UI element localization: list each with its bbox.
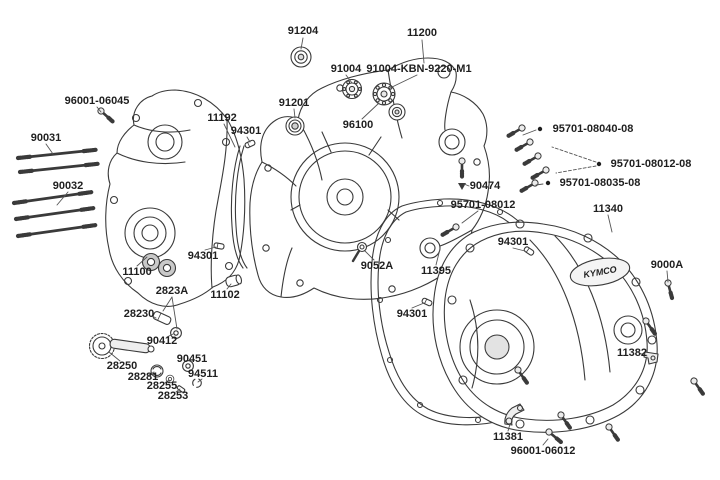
oil-seal-91201 <box>285 116 305 136</box>
part-label-91204: 91204 <box>287 25 319 37</box>
spring-28281 <box>150 364 164 378</box>
part-label-9000a: 9000A <box>650 259 684 271</box>
crankcase-cover: KYMCO <box>432 219 658 433</box>
bullet-marker <box>537 126 543 132</box>
part-label-95701-08040-08: 95701-08040-08 <box>552 123 634 135</box>
part-label-91004: 91004 <box>330 63 362 75</box>
part-label-90032: 90032 <box>52 180 84 192</box>
part-label-90474: 90474 <box>469 180 501 192</box>
part-label-11382: 11382 <box>617 347 647 359</box>
dowel-pin-icon <box>420 296 434 308</box>
part-label-9052a: 9052A <box>360 260 394 272</box>
part-label-28253: 28253 <box>157 390 189 402</box>
part-label-28250: 28250 <box>106 360 138 372</box>
part-label-94301-d: 94301 <box>396 308 428 320</box>
leader-lines <box>45 37 669 446</box>
crankcase-half-left <box>105 89 246 307</box>
part-label-94301-b: 94301 <box>497 236 529 248</box>
ball-bearing-91004 <box>341 78 363 100</box>
ball-bearing-91004-kbn <box>372 82 396 106</box>
flange-bolt-9052a <box>351 241 368 263</box>
bolt-95701-08012-icon <box>441 223 461 238</box>
mount-bushings <box>141 252 177 278</box>
studs-90031 <box>18 150 98 172</box>
part-label-90412: 90412 <box>146 335 178 347</box>
pin-28253 <box>176 385 186 393</box>
part-label-28281: 28281 <box>127 371 159 383</box>
bushing-11102 <box>225 274 243 288</box>
part-label-11100: 11100 <box>122 266 152 278</box>
pump-shaft-28250 <box>88 332 155 360</box>
leader-lines-dashed <box>551 146 597 174</box>
bearing-91204 <box>290 46 312 68</box>
part-label-11102: 11102 <box>210 289 240 301</box>
bolt-9000a-icon <box>664 279 675 299</box>
bullet-marker <box>545 180 551 186</box>
part-label-28255: 28255 <box>146 380 178 392</box>
bullet-marker <box>596 161 602 167</box>
bracket-11381 <box>504 403 525 426</box>
part-label-2823a: 2823A <box>155 285 189 297</box>
part-label-11200: 11200 <box>407 27 437 39</box>
clip-11382 <box>643 351 659 365</box>
part-label-91201: 91201 <box>278 97 310 109</box>
bolt-90474 <box>458 158 466 190</box>
part-label-96001-06045: 96001-06045 <box>64 95 130 107</box>
bolt-96001-06045-icon <box>97 107 115 124</box>
part-label-11395: 11395 <box>421 265 451 277</box>
part-label-94301-c: 94301 <box>187 250 219 262</box>
part-label-11381: 11381 <box>493 431 523 443</box>
part-label-90451: 90451 <box>176 353 208 365</box>
shaft-28230 <box>152 311 172 325</box>
bearing-96100 <box>388 103 406 121</box>
part-label-95701-08012: 95701-08012 <box>450 199 516 211</box>
part-label-94301-a: 94301 <box>230 125 262 137</box>
crankcase-main <box>249 57 490 300</box>
part-label-95701-08035-08: 95701-08035-08 <box>559 177 641 189</box>
flange-bolts-cluster <box>507 124 551 194</box>
part-label-11340: 11340 <box>593 203 623 215</box>
center-gasket <box>230 145 248 269</box>
studs-90032 <box>14 192 95 236</box>
part-label-11192: 11192 <box>207 112 237 124</box>
part-label-96001-06012: 96001-06012 <box>510 445 576 457</box>
part-label-96100: 96100 <box>342 119 374 131</box>
kymco-logo-plate: KYMCO <box>569 257 631 287</box>
snap-ring-94511-icon <box>192 378 202 388</box>
part-label-28230: 28230 <box>123 308 155 320</box>
part-label-90031: 90031 <box>30 132 62 144</box>
part-label-94511: 94511 <box>188 368 218 380</box>
dowel-pin-icon <box>243 138 257 150</box>
part-label-91004-kbn-9220-m1: 91004-KBN-9220-M1 <box>366 63 472 75</box>
dowel-pin-icon <box>213 242 225 250</box>
part-label-95701-08012-08: 95701-08012-08 <box>610 158 692 170</box>
